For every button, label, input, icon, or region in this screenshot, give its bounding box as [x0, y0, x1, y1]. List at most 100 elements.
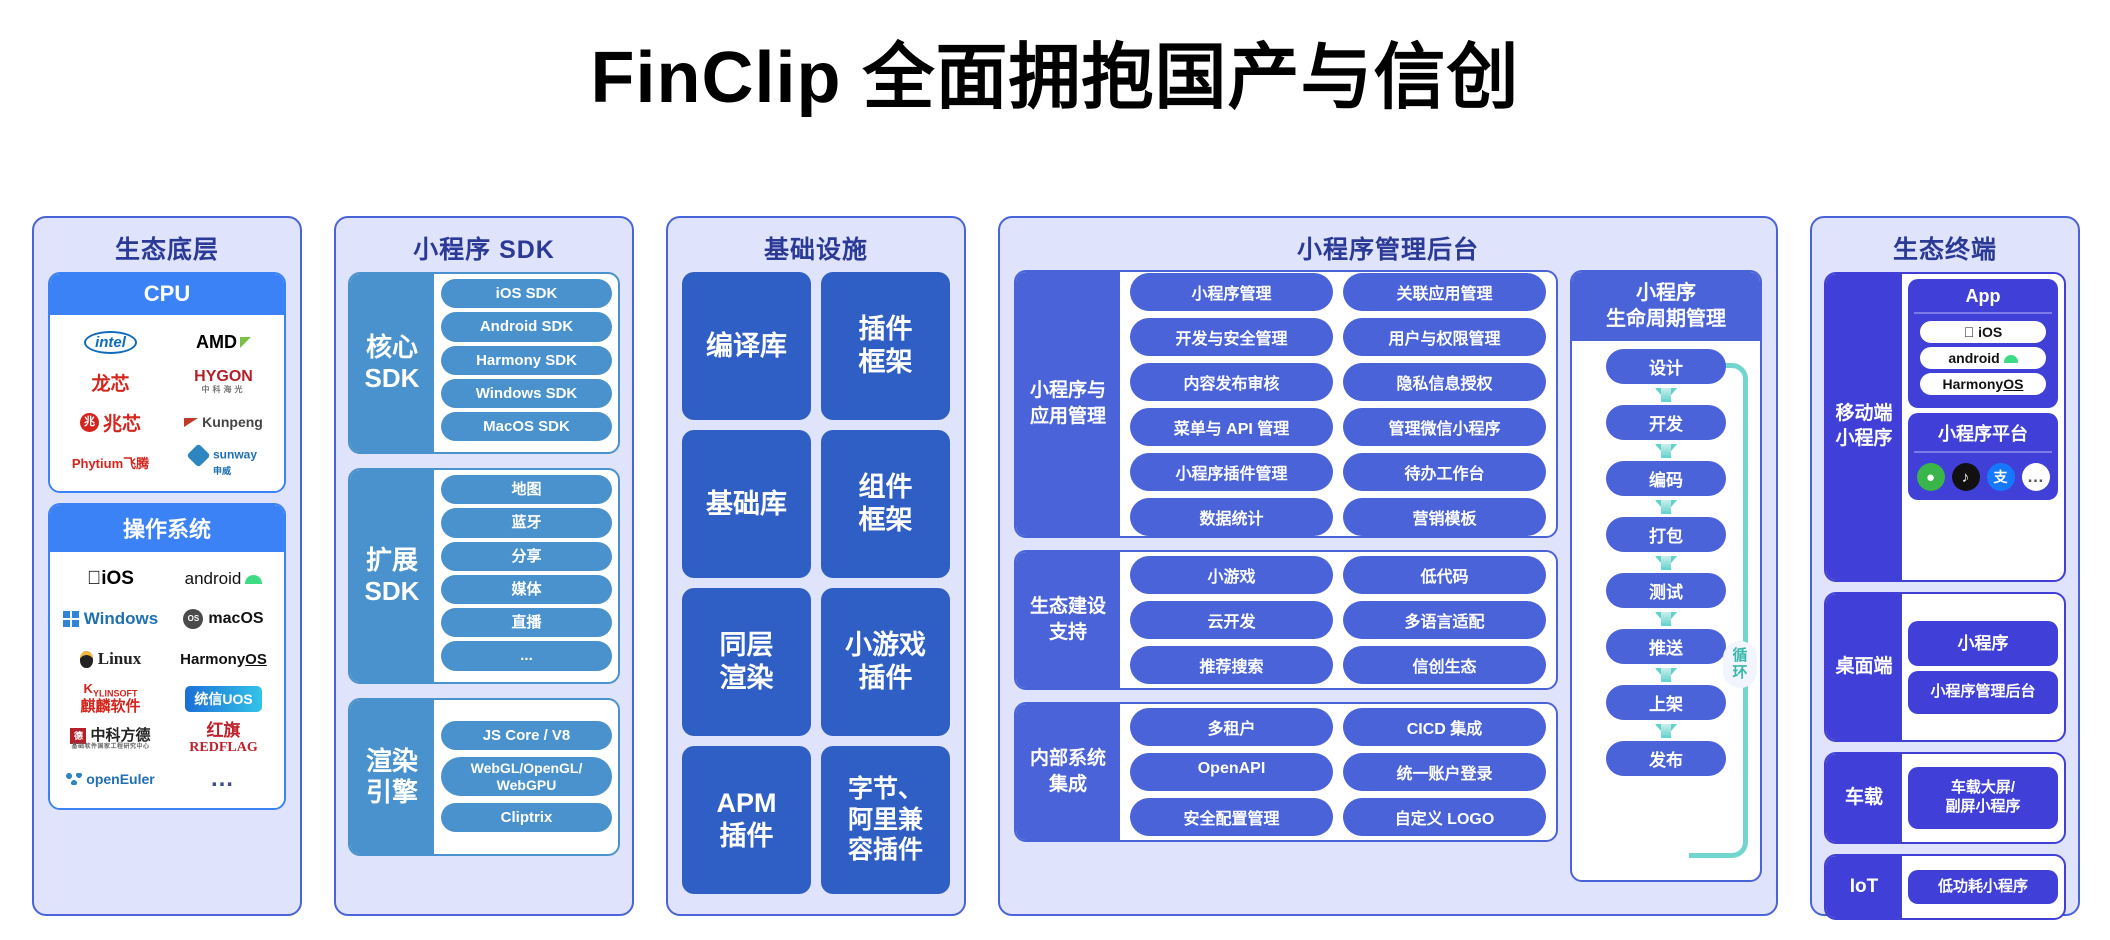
down-arrow-icon: [1655, 444, 1677, 458]
sdk-item[interactable]: ...: [441, 641, 612, 671]
logo-linux: Linux: [54, 640, 167, 678]
admin-item[interactable]: 关联应用管理: [1343, 272, 1546, 311]
lifecycle-step[interactable]: 发布: [1606, 741, 1726, 776]
admin-item[interactable]: 小游戏: [1130, 556, 1333, 594]
admin-item[interactable]: 小程序插件管理: [1130, 452, 1333, 491]
infra-cell-plugin-framework[interactable]: 插件框架: [821, 272, 950, 420]
infra-cell-minigame-plugin[interactable]: 小游戏插件: [821, 588, 950, 736]
lifecycle-step[interactable]: 编码: [1606, 461, 1726, 496]
admin-group-label: 生态建设支持: [1016, 552, 1120, 688]
infra-cell-bytedance-alibaba-plugin[interactable]: 字节、阿里兼容插件: [821, 746, 950, 894]
lifecycle-step[interactable]: 上架: [1606, 685, 1726, 720]
admin-item[interactable]: 隐私信息授权: [1343, 362, 1546, 401]
sdk-item[interactable]: 媒体: [441, 574, 612, 604]
admin-item[interactable]: 信创生态: [1343, 646, 1546, 684]
admin-item[interactable]: 自定义 LOGO: [1343, 798, 1546, 836]
down-arrow-icon: [1655, 500, 1677, 514]
admin-item[interactable]: 多租户: [1130, 708, 1333, 746]
infra-cell-same-layer-render[interactable]: 同层渲染: [682, 588, 811, 736]
logo-openeuler: openEuler: [54, 760, 167, 798]
sdk-item[interactable]: 蓝牙: [441, 508, 612, 538]
admin-item[interactable]: 营销模板: [1343, 497, 1546, 536]
os-pill-harmonyos[interactable]: HarmonyOS: [1920, 373, 2046, 395]
panel-title-ecosystem: 生态底层: [114, 236, 219, 264]
wechat-icon[interactable]: ●: [1916, 463, 1945, 491]
admin-item[interactable]: 内容发布审核: [1130, 362, 1333, 401]
sdk-item[interactable]: Cliptrix: [441, 802, 612, 832]
logo-windows: Windows: [54, 600, 167, 638]
platform-icons: ● ♪ 支 …: [1914, 460, 2052, 491]
more-icon[interactable]: …: [2021, 463, 2050, 491]
terminal-label-desktop: 桌面端: [1826, 594, 1902, 740]
terminal-label-mobile: 移动端小程序: [1826, 274, 1902, 580]
lifecycle-step[interactable]: 设计: [1606, 349, 1726, 384]
admin-item[interactable]: 待办工作台: [1343, 452, 1546, 491]
sdk-item[interactable]: 分享: [441, 541, 612, 571]
lifecycle-body: 循环 设计 开发 编码 打包 测试 推送 上架 发布: [1572, 341, 1760, 880]
logo-phytium: Phytium飞腾: [71, 455, 150, 471]
admin-item[interactable]: 多语言适配: [1343, 601, 1546, 639]
admin-item[interactable]: 用户与权限管理: [1343, 317, 1546, 356]
infra-cell[interactable]: 编译库: [682, 272, 811, 420]
admin-item[interactable]: 低代码: [1343, 556, 1546, 594]
sdk-item[interactable]: Windows SDK: [441, 378, 612, 408]
sdk-item[interactable]: 直播: [441, 608, 612, 638]
panel-title-infrastructure: 基础设施: [763, 236, 868, 264]
terminal-label-vehicle: 车载: [1826, 754, 1902, 842]
terminal-item-vehicle-screen[interactable]: 车载大屏/副屏小程序: [1908, 767, 2058, 829]
admin-group-ecosystem-support: 生态建设支持 小游戏 低代码 云开发 多语言适配 推荐搜索 信创生态: [1014, 550, 1558, 690]
sdk-item-webgl[interactable]: WebGL/OpenGL/WebGPU: [441, 757, 612, 796]
terminal-desktop-items: 小程序 小程序管理后台: [1902, 594, 2064, 740]
sdk-render-label: 渲染引擎: [350, 700, 434, 854]
admin-item[interactable]: OpenAPI: [1130, 753, 1333, 791]
admin-item[interactable]: 开发与安全管理: [1130, 317, 1333, 356]
terminal-mobile-cards: App  iOS android HarmonyOS 小程序平台 ● ♪ 支 …: [1902, 274, 2064, 580]
alipay-icon[interactable]: 支: [1986, 463, 2015, 491]
admin-item[interactable]: 菜单与 API 管理: [1130, 407, 1333, 446]
admin-item[interactable]: 数据统计: [1130, 497, 1333, 536]
miniprogram-platform-card: 小程序平台 ● ♪ 支 …: [1908, 413, 2058, 500]
cpu-header: CPU: [50, 274, 284, 315]
sdk-item[interactable]: iOS SDK: [441, 279, 612, 309]
os-pill-android[interactable]: android: [1920, 347, 2046, 369]
sdk-item[interactable]: Android SDK: [441, 312, 612, 342]
terminal-item[interactable]: 小程序管理后台: [1908, 670, 2058, 714]
admin-item[interactable]: 云开发: [1130, 601, 1333, 639]
admin-item[interactable]: CICD 集成: [1343, 708, 1546, 746]
admin-item[interactable]: 安全配置管理: [1130, 798, 1333, 836]
sdk-item[interactable]: Harmony SDK: [441, 345, 612, 375]
lifecycle-step[interactable]: 打包: [1606, 517, 1726, 552]
platform-card-title: 小程序平台: [1914, 420, 2052, 453]
sdk-item[interactable]: MacOS SDK: [441, 412, 612, 442]
admin-item[interactable]: 管理微信小程序: [1343, 407, 1546, 446]
lifecycle-step[interactable]: 测试: [1606, 573, 1726, 608]
panel-title-admin: 小程序管理后台: [1296, 236, 1479, 264]
admin-item[interactable]: 推荐搜索: [1130, 646, 1333, 684]
lifecycle-step[interactable]: 开发: [1606, 405, 1726, 440]
admin-item[interactable]: 小程序管理: [1130, 272, 1333, 311]
infra-cell-component-framework[interactable]: 组件框架: [821, 430, 950, 578]
sdk-item[interactable]: 地图: [441, 475, 612, 505]
infra-cell[interactable]: 基础库: [682, 430, 811, 578]
os-pill-ios[interactable]:  iOS: [1920, 321, 2046, 343]
logo-kunpeng: Kunpeng: [167, 403, 280, 441]
app-card-title: App: [1914, 286, 2052, 314]
douyin-icon[interactable]: ♪: [1951, 463, 1980, 491]
logo-uos: 统信UOS: [167, 680, 280, 718]
admin-item[interactable]: 统一账户登录: [1343, 753, 1546, 791]
terminal-item[interactable]: 低功耗小程序: [1908, 869, 2058, 905]
down-arrow-icon: [1655, 556, 1677, 570]
admin-group-items: 多租户 CICD 集成 OpenAPI 统一账户登录 安全配置管理 自定义 LO…: [1120, 704, 1556, 840]
admin-group-items: 小游戏 低代码 云开发 多语言适配 推荐搜索 信创生态: [1120, 552, 1556, 688]
lifecycle-step[interactable]: 推送: [1606, 629, 1726, 664]
terminal-item[interactable]: 小程序: [1908, 620, 2058, 666]
sdk-core-items: iOS SDK Android SDK Harmony SDK Windows …: [434, 274, 618, 452]
sdk-item[interactable]: JS Core / V8: [441, 721, 612, 751]
